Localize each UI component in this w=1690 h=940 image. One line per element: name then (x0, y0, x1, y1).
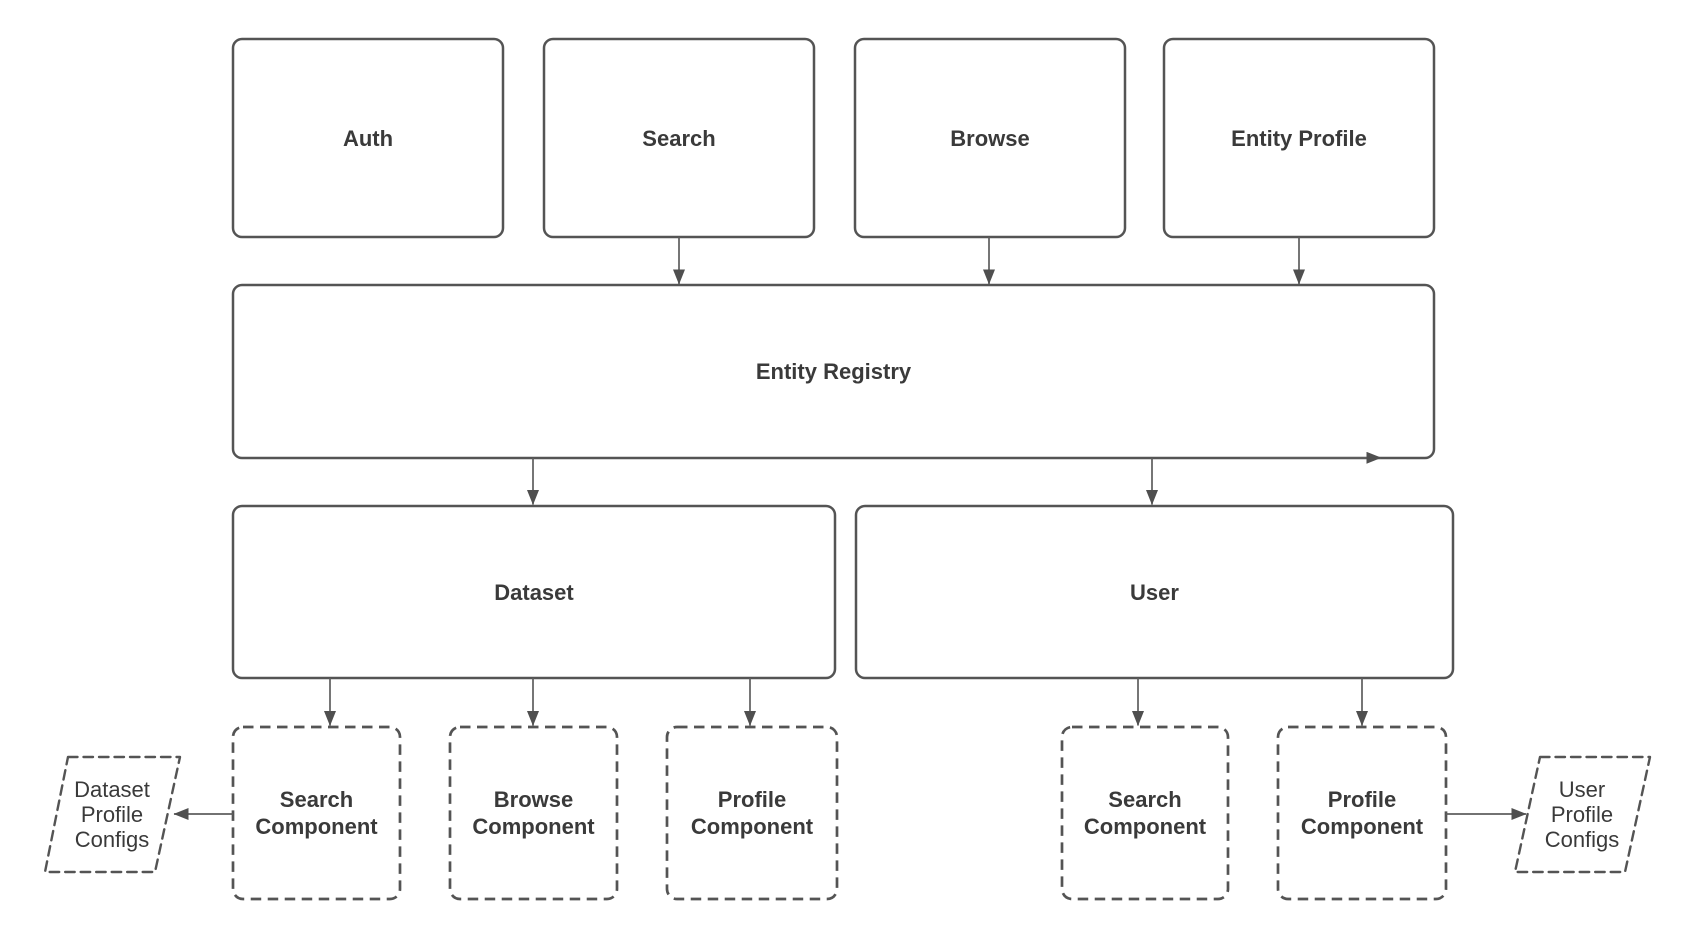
auth-box-shape (231, 37, 505, 239)
dataset-profile-configs-shape (43, 755, 182, 874)
user-box-shape (854, 504, 1455, 680)
entity-profile-box-shape (1162, 37, 1436, 239)
browse-box-shape (853, 37, 1127, 239)
dataset-profile-component-box-shape (665, 725, 839, 901)
entity-registry-box-shape (231, 283, 1436, 460)
dataset-box-shape (231, 504, 837, 680)
search-box-shape (542, 37, 816, 239)
dataset-search-component-box-shape (231, 725, 402, 901)
user-search-component-box-shape (1060, 725, 1230, 901)
user-profile-configs-shape (1513, 755, 1652, 874)
dataset-browse-component-box-shape (448, 725, 619, 901)
user-profile-component-box-shape (1276, 725, 1448, 901)
